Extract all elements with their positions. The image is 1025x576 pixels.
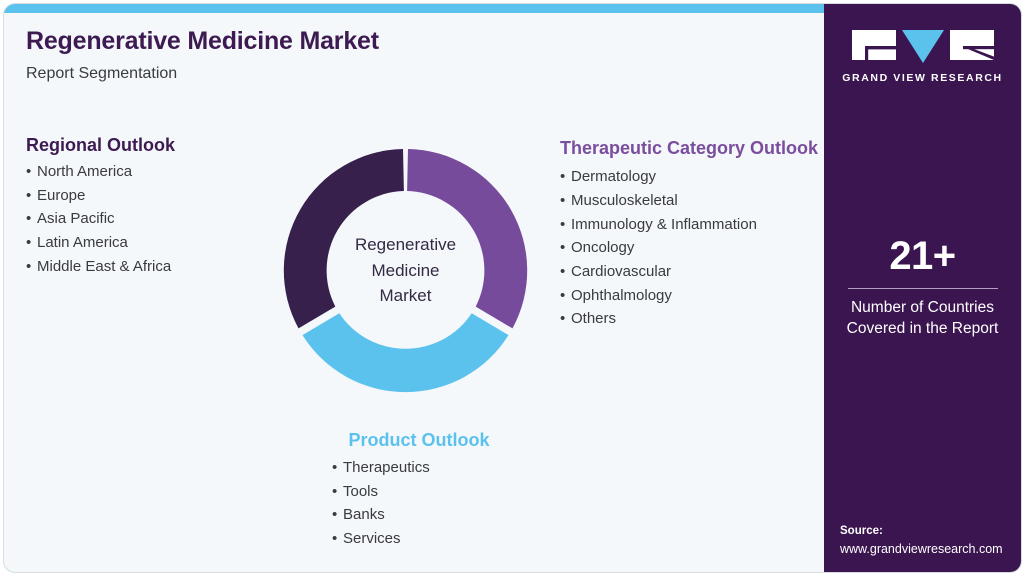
bullet-icon: • (560, 192, 566, 210)
regional-outlook-list: • North America • Europe • Asia Pacific • La… (26, 160, 266, 278)
list-item: • Musculoskeletal (560, 189, 825, 213)
list-item-label: North America (37, 163, 133, 181)
source-block: Source: www.grandviewresearch.com (840, 523, 1020, 558)
list-item-label: Services (343, 530, 401, 548)
letter-v-triangle-icon (901, 30, 944, 63)
regional-outlook-block: Regional Outlook • North America • Europe … (26, 132, 266, 279)
regional-outlook-heading: Regional Outlook (26, 135, 176, 155)
bullet-icon: • (26, 234, 32, 252)
bullet-icon: • (560, 310, 566, 328)
list-item-label: Middle East & Africa (37, 257, 172, 275)
letter-g-icon (851, 30, 896, 60)
bullet-icon: • (560, 239, 566, 257)
stat-label: Number of Countries Covered in the Repor… (824, 298, 1021, 340)
letter-r-icon (949, 30, 994, 60)
bullet-icon: • (560, 168, 566, 186)
bullet-icon: • (332, 459, 338, 477)
list-item-label: Cardiovascular (571, 263, 672, 281)
list-item: • Ophthalmology (560, 284, 825, 308)
source-url[interactable]: www.grandviewresearch.com (840, 541, 1003, 556)
header: Regenerative Medicine Market Report Segm… (26, 27, 626, 82)
list-item: • Middle East & Africa (26, 255, 266, 279)
list-item-label: Musculoskeletal (571, 192, 678, 210)
donut-segment-therapeutic (407, 149, 528, 329)
bullet-icon: • (26, 210, 32, 228)
list-item: • North America (26, 160, 266, 184)
donut-segment-regional (283, 149, 404, 329)
bullet-icon: • (332, 506, 338, 524)
list-item-label: Latin America (37, 234, 128, 252)
bullet-icon: • (26, 163, 32, 181)
gvr-logo-wordmark: GRAND VIEW RESEARCH (842, 72, 1003, 84)
list-item-label: Dermatology (571, 168, 657, 186)
list-item: • Dermatology (560, 165, 825, 189)
therapeutic-category-outlook-heading: Therapeutic Category Outlook (560, 138, 819, 158)
list-item-label: Therapeutics (343, 459, 430, 477)
gvr-logo: GRAND VIEW RESEARCH (824, 30, 1021, 84)
list-item-label: Immunology & Inflammation (571, 215, 757, 233)
countries-stat: 21+ Number of Countries Covered in the R… (824, 236, 1021, 340)
stat-label-line-1: Number of Countries (850, 299, 994, 316)
brand-panel: GRAND VIEW RESEARCH 21+ Number of Countr… (824, 4, 1021, 572)
bullet-icon: • (560, 215, 566, 233)
list-item-label: Ophthalmology (571, 286, 672, 304)
therapeutic-category-outlook-list: • Dermatology • Musculoskeletal • Immunolog… (560, 165, 825, 331)
list-item-label: Oncology (571, 239, 635, 257)
product-outlook-heading: Product Outlook (348, 430, 490, 450)
bullet-icon: • (26, 186, 32, 204)
donut-chart: Regenerative Medicine Market (265, 130, 546, 411)
list-item: • Tools (332, 480, 534, 504)
list-item: • Banks (332, 503, 534, 527)
top-accent-bar (4, 4, 1021, 13)
bullet-icon: • (560, 263, 566, 281)
list-item: • Asia Pacific (26, 207, 266, 231)
stat-divider (847, 288, 998, 289)
list-item: • Latin America (26, 231, 266, 255)
infographic-card: Regenerative Medicine Market Report Segm… (3, 3, 1022, 573)
list-item: • Immunology & Inflammation (560, 213, 825, 237)
stat-label-line-2: Covered in the Report (846, 319, 999, 337)
donut-chart-svg (283, 149, 528, 393)
list-item-label: Europe (37, 186, 86, 204)
gvr-logo-marks (851, 30, 994, 64)
donut-segment-product (302, 313, 509, 393)
stat-number: 21+ (889, 234, 956, 278)
source-title: Source: (840, 524, 883, 537)
bullet-icon: • (560, 286, 566, 304)
list-item: • Oncology (560, 236, 825, 260)
product-outlook-block: Product Outlook • Therapeutics • Tools • Ba… (304, 427, 534, 551)
list-item-label: Asia Pacific (37, 210, 115, 228)
list-item: • Cardiovascular (560, 260, 825, 284)
bullet-icon: • (332, 482, 338, 500)
page-subtitle: Report Segmentation (26, 64, 178, 82)
list-item-label: Others (571, 310, 617, 328)
bullet-icon: • (332, 530, 338, 548)
list-item: • Others (560, 307, 825, 331)
list-item: • Europe (26, 184, 266, 208)
product-outlook-list: • Therapeutics • Tools • Banks • Services (304, 456, 534, 551)
therapeutic-category-outlook-block: Therapeutic Category Outlook • Dermatolog… (560, 135, 825, 331)
list-item: • Therapeutics (332, 456, 534, 480)
list-item-label: Banks (343, 506, 385, 524)
page-title: Regenerative Medicine Market (26, 27, 379, 55)
bullet-icon: • (26, 257, 32, 275)
list-item: • Services (332, 527, 534, 551)
list-item-label: Tools (343, 482, 379, 500)
